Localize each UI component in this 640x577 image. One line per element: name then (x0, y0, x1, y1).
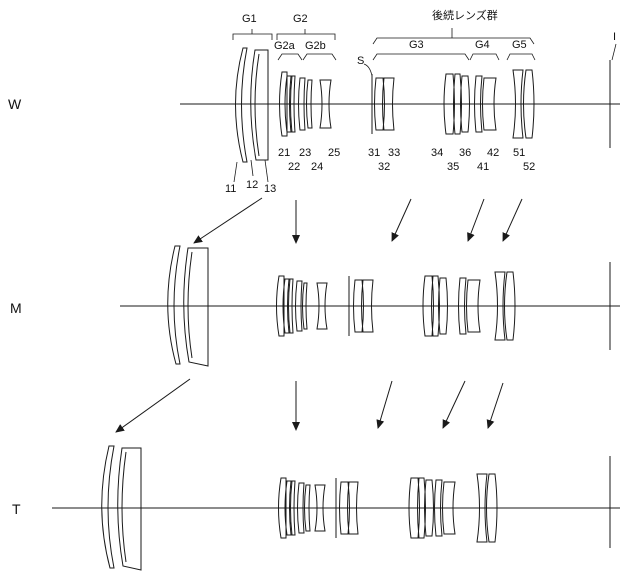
num-31: 31 (368, 147, 380, 159)
num-24: 24 (311, 161, 323, 173)
label-wide: W (8, 96, 22, 112)
num-21: 21 (278, 147, 290, 159)
group-brackets (232, 28, 536, 61)
arrows-w-to-m (193, 197, 523, 244)
label-stop: S (357, 55, 364, 67)
num-22: 22 (288, 161, 300, 173)
element-numbers: 11 12 13 21 22 23 24 25 31 32 33 34 35 3… (225, 147, 535, 195)
label-image-plane: I (613, 31, 616, 43)
num-34: 34 (431, 147, 443, 159)
num-33: 33 (388, 147, 400, 159)
num-52: 52 (523, 161, 535, 173)
num-41: 41 (477, 161, 489, 173)
num-42: 42 (487, 147, 499, 159)
label-tele: T (12, 501, 21, 517)
label-g2b: G2b (305, 40, 326, 52)
middle-configuration (120, 245, 620, 367)
label-g2a: G2a (274, 40, 296, 52)
label-subsequent-group: 後続レンズ群 (432, 8, 498, 22)
num-11: 11 (225, 183, 236, 195)
num-35: 35 (447, 161, 459, 173)
label-g3: G3 (409, 39, 424, 51)
label-g2: G2 (293, 13, 308, 25)
label-middle: M (10, 300, 22, 316)
arrows-m-to-t (115, 378, 504, 433)
wide-configuration (180, 47, 620, 163)
num-51: 51 (513, 147, 525, 159)
label-g1: G1 (242, 13, 257, 25)
num-12: 12 (246, 179, 258, 191)
num-36: 36 (459, 147, 471, 159)
label-g4: G4 (475, 39, 490, 51)
num-23: 23 (299, 147, 311, 159)
num-13: 13 (264, 183, 276, 195)
num-25: 25 (328, 147, 340, 159)
tele-configuration (52, 445, 620, 571)
num-32: 32 (378, 161, 390, 173)
label-g5: G5 (512, 39, 527, 51)
